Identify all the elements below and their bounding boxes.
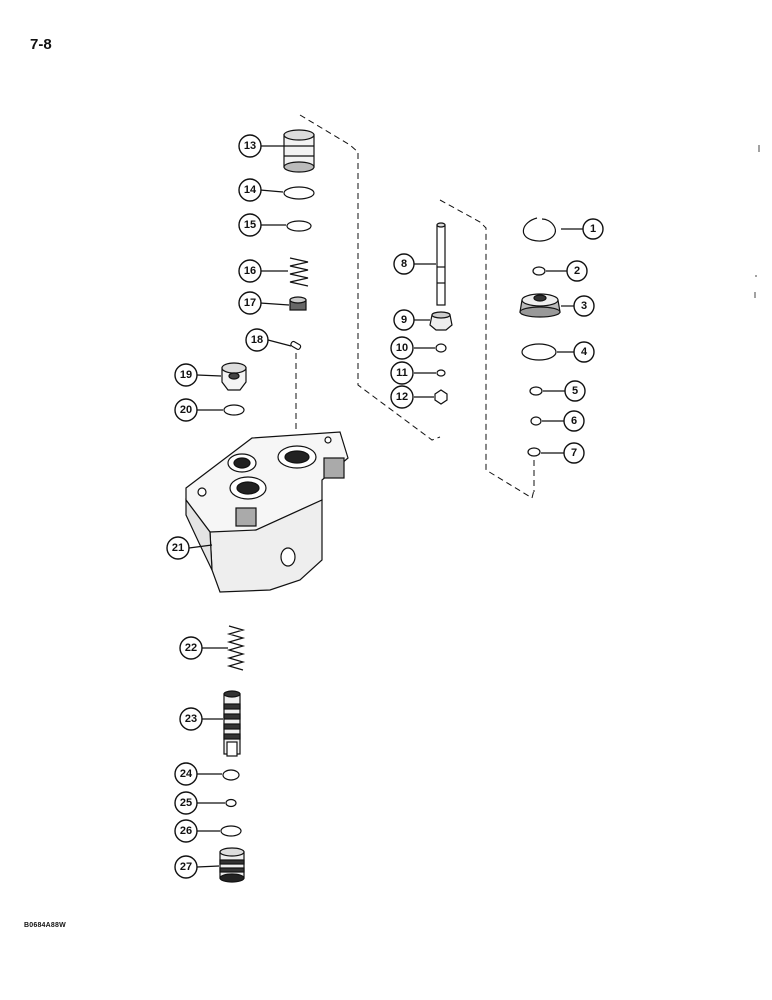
callout-20: 20 <box>174 398 198 422</box>
svg-text:26: 26 <box>180 825 192 837</box>
part-14-ring <box>283 186 315 200</box>
svg-text:11: 11 <box>396 367 408 379</box>
part-13-sleeve <box>283 129 315 173</box>
part-17-cap <box>289 296 307 311</box>
svg-text:23: 23 <box>185 713 197 725</box>
part-27-plug <box>219 847 245 883</box>
callout-7: 7 <box>563 442 585 464</box>
part-24-washer <box>222 769 240 781</box>
part-1-snap-ring <box>522 217 556 242</box>
callout-22: 22 <box>179 636 203 660</box>
part-21-valve-body <box>185 431 349 593</box>
callout-16: 16 <box>238 259 262 283</box>
leader-lines <box>188 145 583 868</box>
page-number: 7-8 <box>30 36 52 53</box>
assembly-lines <box>295 114 535 499</box>
svg-text:6: 6 <box>571 415 577 427</box>
svg-text:7: 7 <box>571 447 577 459</box>
part-8-rod <box>436 222 446 306</box>
part-26-oring <box>220 825 242 837</box>
svg-text:3: 3 <box>581 300 587 312</box>
callout-19: 19 <box>174 363 198 387</box>
part-7-washer <box>527 447 541 457</box>
svg-text:5: 5 <box>572 385 578 397</box>
scan-marks <box>754 145 760 298</box>
part-20-oring <box>223 404 245 416</box>
part-12-nut <box>434 389 448 405</box>
callout-2: 2 <box>566 260 588 282</box>
callout-21: 21 <box>166 536 190 560</box>
callout-1: 1 <box>582 218 604 240</box>
svg-text:13: 13 <box>244 140 256 152</box>
callout-23: 23 <box>179 707 203 731</box>
part-19-plug <box>221 362 247 391</box>
svg-text:24: 24 <box>180 768 193 780</box>
svg-text:2: 2 <box>574 265 580 277</box>
part-23-spool <box>223 690 241 757</box>
svg-text:17: 17 <box>244 297 256 309</box>
figure-code: B0684A88W <box>24 922 66 929</box>
part-16-spring <box>289 256 309 287</box>
part-25-ring <box>225 798 237 808</box>
svg-text:14: 14 <box>244 184 257 196</box>
svg-text:25: 25 <box>180 797 192 809</box>
callout-25: 25 <box>174 791 198 815</box>
callout-27: 27 <box>174 855 198 879</box>
svg-text:19: 19 <box>180 369 192 381</box>
callout-4: 4 <box>573 341 595 363</box>
callout-14: 14 <box>238 178 262 202</box>
callout-18: 18 <box>245 328 269 352</box>
part-15-oring <box>286 220 312 232</box>
svg-text:20: 20 <box>180 404 192 416</box>
svg-text:4: 4 <box>581 346 588 358</box>
callout-24: 24 <box>174 762 198 786</box>
svg-text:9: 9 <box>401 314 407 326</box>
part-4-oring <box>521 343 557 361</box>
callout-15: 15 <box>238 213 262 237</box>
part-5-washer <box>529 386 543 396</box>
part-6-washer <box>530 416 542 426</box>
svg-text:1: 1 <box>590 223 596 235</box>
callout-17: 17 <box>238 291 262 315</box>
callout-12: 12 <box>390 385 414 409</box>
part-9-seat <box>429 311 453 331</box>
part-10-washer <box>435 343 447 353</box>
callout-9: 9 <box>393 309 415 331</box>
svg-text:16: 16 <box>244 265 256 277</box>
svg-text:10: 10 <box>396 342 408 354</box>
svg-text:27: 27 <box>180 861 192 873</box>
callout-8: 8 <box>393 253 415 275</box>
svg-text:22: 22 <box>185 642 197 654</box>
part-3-cap <box>519 293 561 318</box>
part-11-washer <box>436 369 446 377</box>
callout-13: 13 <box>238 134 262 158</box>
svg-text:21: 21 <box>172 542 184 554</box>
svg-text:8: 8 <box>401 258 407 270</box>
callout-6: 6 <box>563 410 585 432</box>
svg-text:18: 18 <box>251 334 263 346</box>
svg-text:12: 12 <box>396 391 408 403</box>
callout-3: 3 <box>573 295 595 317</box>
part-18-pin <box>290 340 302 350</box>
part-2-washer <box>532 266 546 276</box>
svg-text:15: 15 <box>244 219 256 231</box>
callout-26: 26 <box>174 819 198 843</box>
callout-5: 5 <box>564 380 586 402</box>
part-22-spring <box>226 624 246 672</box>
callout-10: 10 <box>390 336 414 360</box>
callout-11: 11 <box>390 361 414 385</box>
